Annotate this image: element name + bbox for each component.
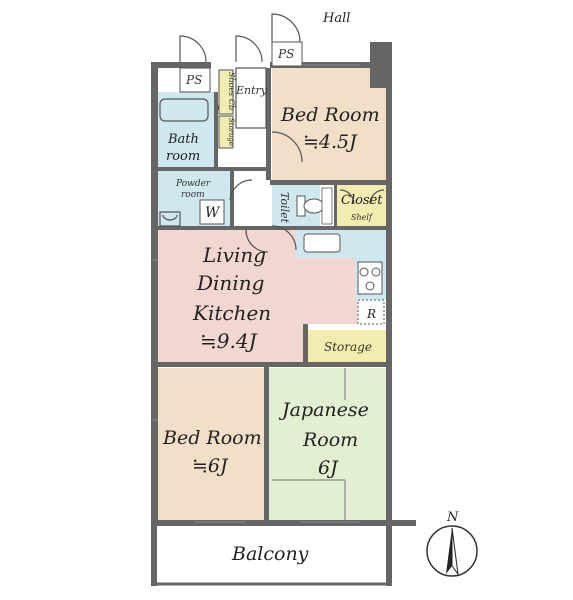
toilet-label: Toilet xyxy=(278,192,291,224)
bedroom-6j-size: ≒6J xyxy=(192,455,229,477)
ldk-label-1: Living xyxy=(202,243,266,267)
ldk-label-3: Kitchen xyxy=(192,301,271,325)
bedroom-4-5j-size: ≒4.5J xyxy=(303,131,358,153)
powder-label-2: room xyxy=(181,190,205,200)
washer-box xyxy=(199,199,225,225)
entry-doors xyxy=(179,13,385,253)
bath-label-2: room xyxy=(166,149,200,164)
windows xyxy=(151,64,360,523)
small-storage-label: Storage xyxy=(227,118,235,146)
small-storage xyxy=(218,115,234,149)
closet-label: Closet xyxy=(341,193,383,208)
shoes-cabinet-label: Shoes Cb xyxy=(227,72,236,110)
ldk-label-2: Dining xyxy=(196,271,264,295)
ps-box-right xyxy=(271,41,303,67)
ldk-label-4: ≒9.4J xyxy=(200,329,258,353)
burner-1 xyxy=(359,267,369,277)
shelf-label: Shelf xyxy=(351,213,374,222)
japanese-room-label-2: Room xyxy=(302,429,358,451)
tatami-lines xyxy=(272,368,346,520)
stove xyxy=(357,261,383,295)
bedroom-4-5j-fill xyxy=(272,68,386,180)
bathtub xyxy=(159,98,209,122)
bedroom-6j-fill xyxy=(156,368,266,520)
hall-label: Hall xyxy=(322,11,350,26)
balcony-wall-left xyxy=(151,526,157,586)
burner-3 xyxy=(365,281,375,291)
storage-label: Storage xyxy=(324,340,372,354)
japanese-room-fill xyxy=(268,368,386,520)
north-label: N xyxy=(446,510,459,525)
north-arrow-icon: N xyxy=(426,510,478,577)
wash-basin xyxy=(159,211,181,227)
bedroom-4-5j-name: Bed Room xyxy=(280,104,380,126)
entry-label: Entry xyxy=(235,84,268,97)
refrigerator-label: R xyxy=(366,307,376,321)
japanese-room-label-1: Japanese xyxy=(278,399,369,421)
ldk-fill xyxy=(156,230,384,362)
bath-label-1: Bath xyxy=(167,132,199,147)
ps-label-right: PS xyxy=(277,47,294,61)
shoes-cabinet xyxy=(218,69,234,115)
storage-fill xyxy=(308,330,386,362)
ps-label-left: PS xyxy=(185,73,202,87)
japanese-room-label-3: 6J xyxy=(318,457,339,479)
kitchen-sink xyxy=(303,233,341,253)
balcony-label: Balcony xyxy=(231,543,309,565)
balcony-fill xyxy=(157,526,387,582)
ps-box-left xyxy=(179,67,211,93)
burner-2 xyxy=(371,267,381,277)
refrigerator-box xyxy=(357,299,385,325)
washer-label: W xyxy=(205,205,221,221)
balcony-wall-right xyxy=(386,526,392,586)
powder-label-1: Powder xyxy=(175,179,211,189)
toilet-shelf xyxy=(321,187,333,225)
bedroom-6j-name: Bed Room xyxy=(162,427,262,449)
